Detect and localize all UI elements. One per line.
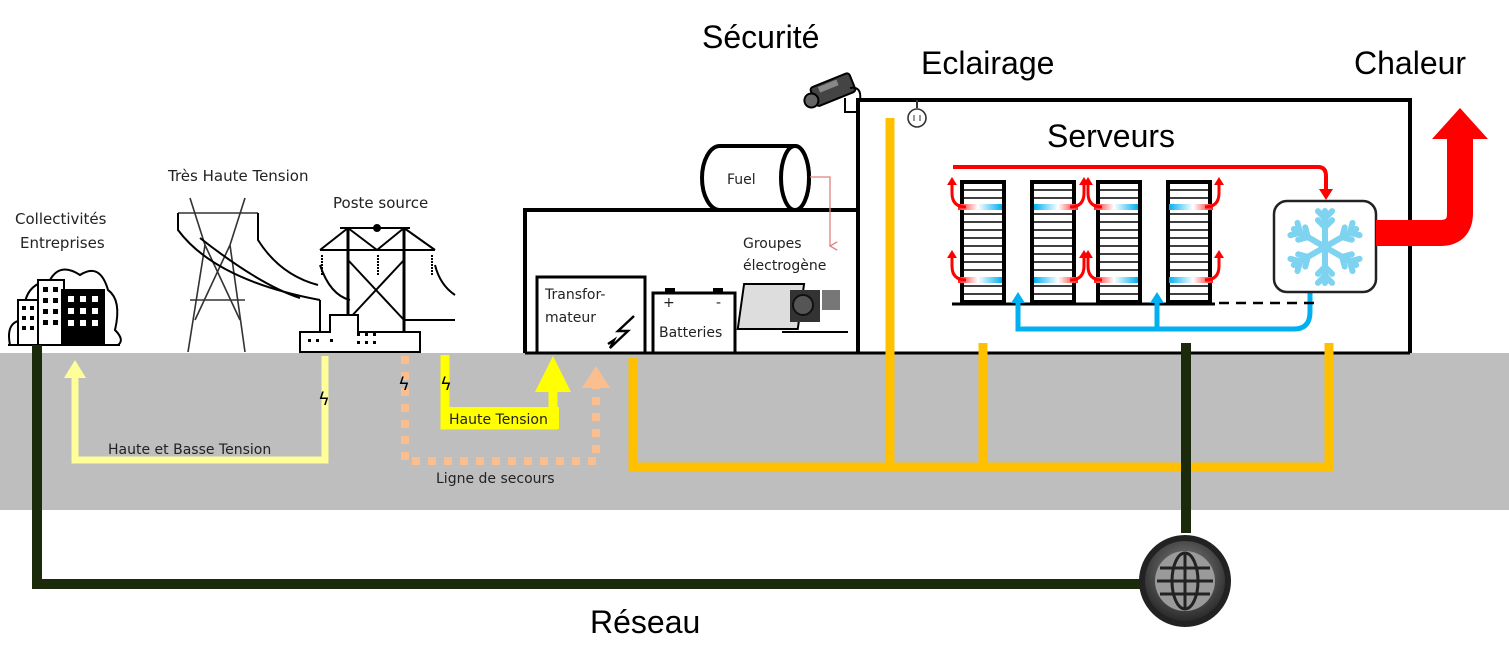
label-transfo-2: mateur [545, 310, 596, 326]
label-batteries: Batteries [659, 325, 722, 341]
lightning-icon [607, 315, 635, 349]
cold-air-arrowhead [1150, 292, 1164, 303]
label-tres-haute-tension: Très Haute Tension [167, 167, 308, 185]
airflow-arrow [947, 177, 1002, 210]
label-serveurs: Serveurs [1047, 118, 1175, 154]
label-collectivites-1: Collectivités [15, 210, 107, 228]
camera-icon [803, 72, 862, 113]
battery-plus: + [663, 295, 675, 311]
generator-icon [736, 283, 848, 333]
snowflake-icon [1287, 208, 1363, 286]
buildings-icon [8, 268, 122, 346]
label-reseau: Réseau [590, 604, 700, 640]
server-rack-icon [960, 180, 1006, 304]
server-rack-icon [1096, 180, 1142, 304]
airflow-arrow [1083, 250, 1138, 283]
label-eclairage: Eclairage [921, 45, 1054, 81]
hot-air-circuit [953, 165, 1328, 190]
ground-band [0, 353, 1509, 510]
reseau-line [32, 343, 1191, 589]
hot-air-arrowhead [1319, 189, 1333, 200]
fuel-tank-icon [700, 144, 811, 212]
lightning-icon: ϟ [440, 374, 452, 395]
battery-icon [651, 288, 737, 355]
heat-arrow-icon [1376, 108, 1488, 246]
haute-basse-tension-line [64, 356, 329, 464]
lightning-icon: ϟ [318, 389, 330, 410]
airflow-arrow [1169, 177, 1224, 210]
label-groupes-1: Groupes [743, 236, 802, 252]
label-collectivites-2: Entreprises [20, 234, 105, 252]
fuel-pipe [810, 176, 838, 251]
substation-icon [299, 224, 456, 353]
haute-tension-line [440, 355, 571, 430]
bulb-icon [907, 100, 927, 128]
airflow-arrow [1083, 177, 1138, 210]
label-groupes-2: électrogène [743, 258, 826, 274]
globe-icon [1139, 535, 1231, 627]
ligne-secours-line [401, 356, 610, 465]
battery-minus: - [716, 295, 721, 311]
cold-air-arrowhead [1011, 292, 1025, 303]
transformer-box [535, 275, 647, 355]
pylon-icon [177, 197, 321, 353]
label-haute-tension: Haute Tension [449, 412, 548, 428]
server-rack-icon [1166, 180, 1212, 304]
server-racks [947, 177, 1224, 306]
label-transfo-1: Transfor- [544, 287, 605, 303]
lightning-icon: ϟ [398, 374, 410, 395]
label-ligne-secours: Ligne de secours [436, 471, 555, 487]
cold-air-circuit [1015, 293, 1313, 332]
distribution-lines [628, 118, 1334, 472]
label-chaleur: Chaleur [1354, 45, 1466, 81]
label-fuel: Fuel [727, 172, 756, 188]
airflow-arrow [947, 250, 1002, 283]
airflow-arrow [1169, 250, 1224, 283]
label-securite: Sécurité [702, 19, 819, 55]
label-haute-basse-tension: Haute et Basse Tension [108, 442, 271, 458]
label-poste-source: Poste source [333, 194, 428, 212]
server-rack-icon [1030, 180, 1076, 304]
